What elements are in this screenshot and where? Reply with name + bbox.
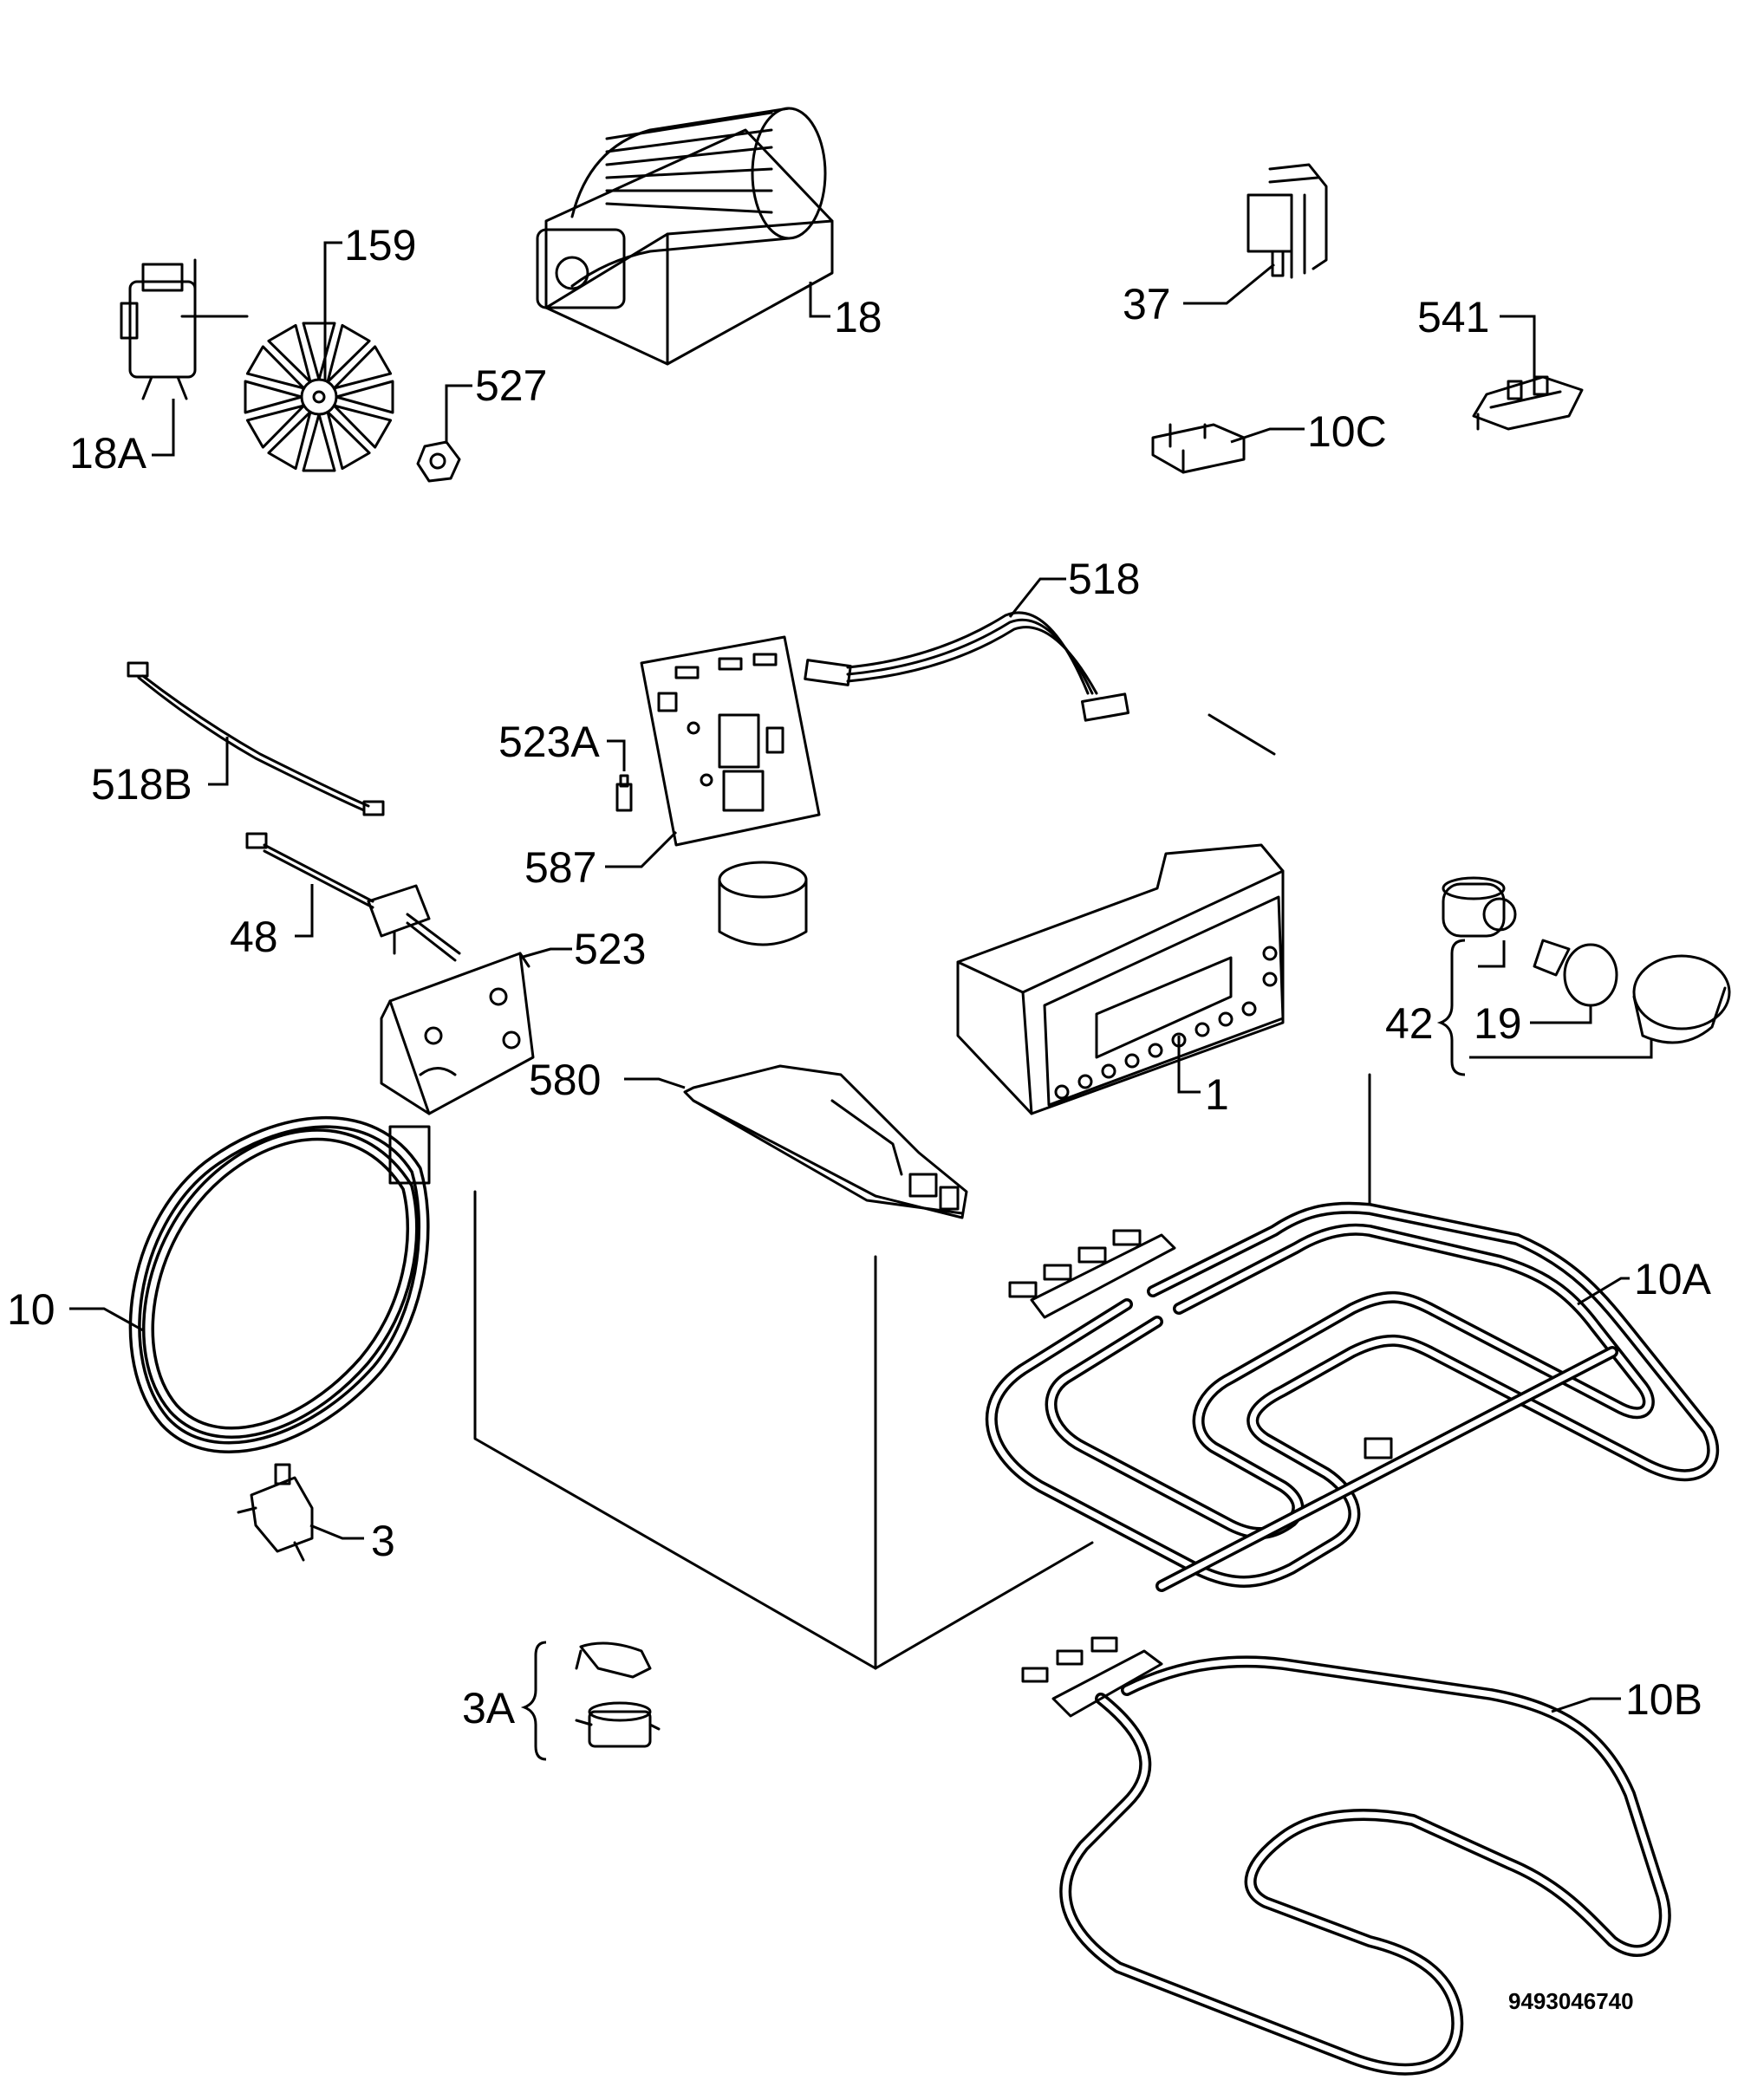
callout-42: 42: [1385, 999, 1434, 1048]
part-37-switch: [1247, 163, 1328, 279]
part-527-nut: [416, 440, 461, 483]
part-541-connector: [1472, 375, 1584, 431]
callout-19: 19: [1474, 999, 1522, 1048]
reference-code: 9493046740: [1508, 1988, 1634, 2014]
part-10b-bottom-heating-element: [1021, 1636, 1671, 2076]
callout-3a: 3A: [462, 1684, 516, 1732]
part-518-cable: [804, 611, 1130, 722]
callout-1: 1: [1205, 1070, 1229, 1119]
callout-541: 541: [1417, 293, 1489, 341]
callout-159: 159: [344, 221, 416, 270]
callout-518: 518: [1068, 555, 1140, 603]
part-18a-fan-motor: [120, 258, 249, 400]
part-3-thermostat: [237, 1463, 314, 1562]
callout-18a: 18A: [69, 429, 147, 478]
callout-587: 587: [524, 843, 596, 892]
part-18-tangential-fan: [536, 107, 834, 366]
callout-527: 527: [475, 361, 547, 410]
callout-10: 10: [7, 1285, 55, 1334]
callout-10c: 10C: [1307, 407, 1387, 456]
part-587-control-board: [640, 635, 821, 847]
oven-cavity-outline: [473, 713, 1371, 1670]
part-580-rotisserie-motor: [683, 861, 968, 1219]
part-10c-bracket: [1151, 423, 1246, 474]
callout-10a: 10A: [1634, 1255, 1712, 1303]
part-159-fan-blade: [244, 322, 394, 472]
part-10a-grill-element: [985, 1201, 1720, 1592]
callout-3: 3: [371, 1517, 395, 1565]
callout-10b: 10B: [1625, 1675, 1702, 1724]
part-523a-connector: [615, 774, 633, 812]
part-48-temperature-sensor: [245, 832, 461, 962]
callout-48: 48: [230, 913, 278, 961]
part-10-circular-heating-element: [128, 1116, 431, 1453]
callout-18: 18: [834, 293, 882, 341]
callout-523: 523: [574, 925, 646, 973]
part-518b-wire: [127, 661, 385, 816]
part-3a-thermal-cutout: [575, 1641, 661, 1748]
callout-518b: 518B: [91, 760, 192, 809]
part-1-control-panel: [956, 843, 1285, 1115]
callout-37: 37: [1123, 280, 1171, 328]
callout-580: 580: [529, 1056, 601, 1104]
part-523-mounting-bracket: [380, 952, 535, 1115]
callout-523a: 523A: [498, 718, 600, 766]
